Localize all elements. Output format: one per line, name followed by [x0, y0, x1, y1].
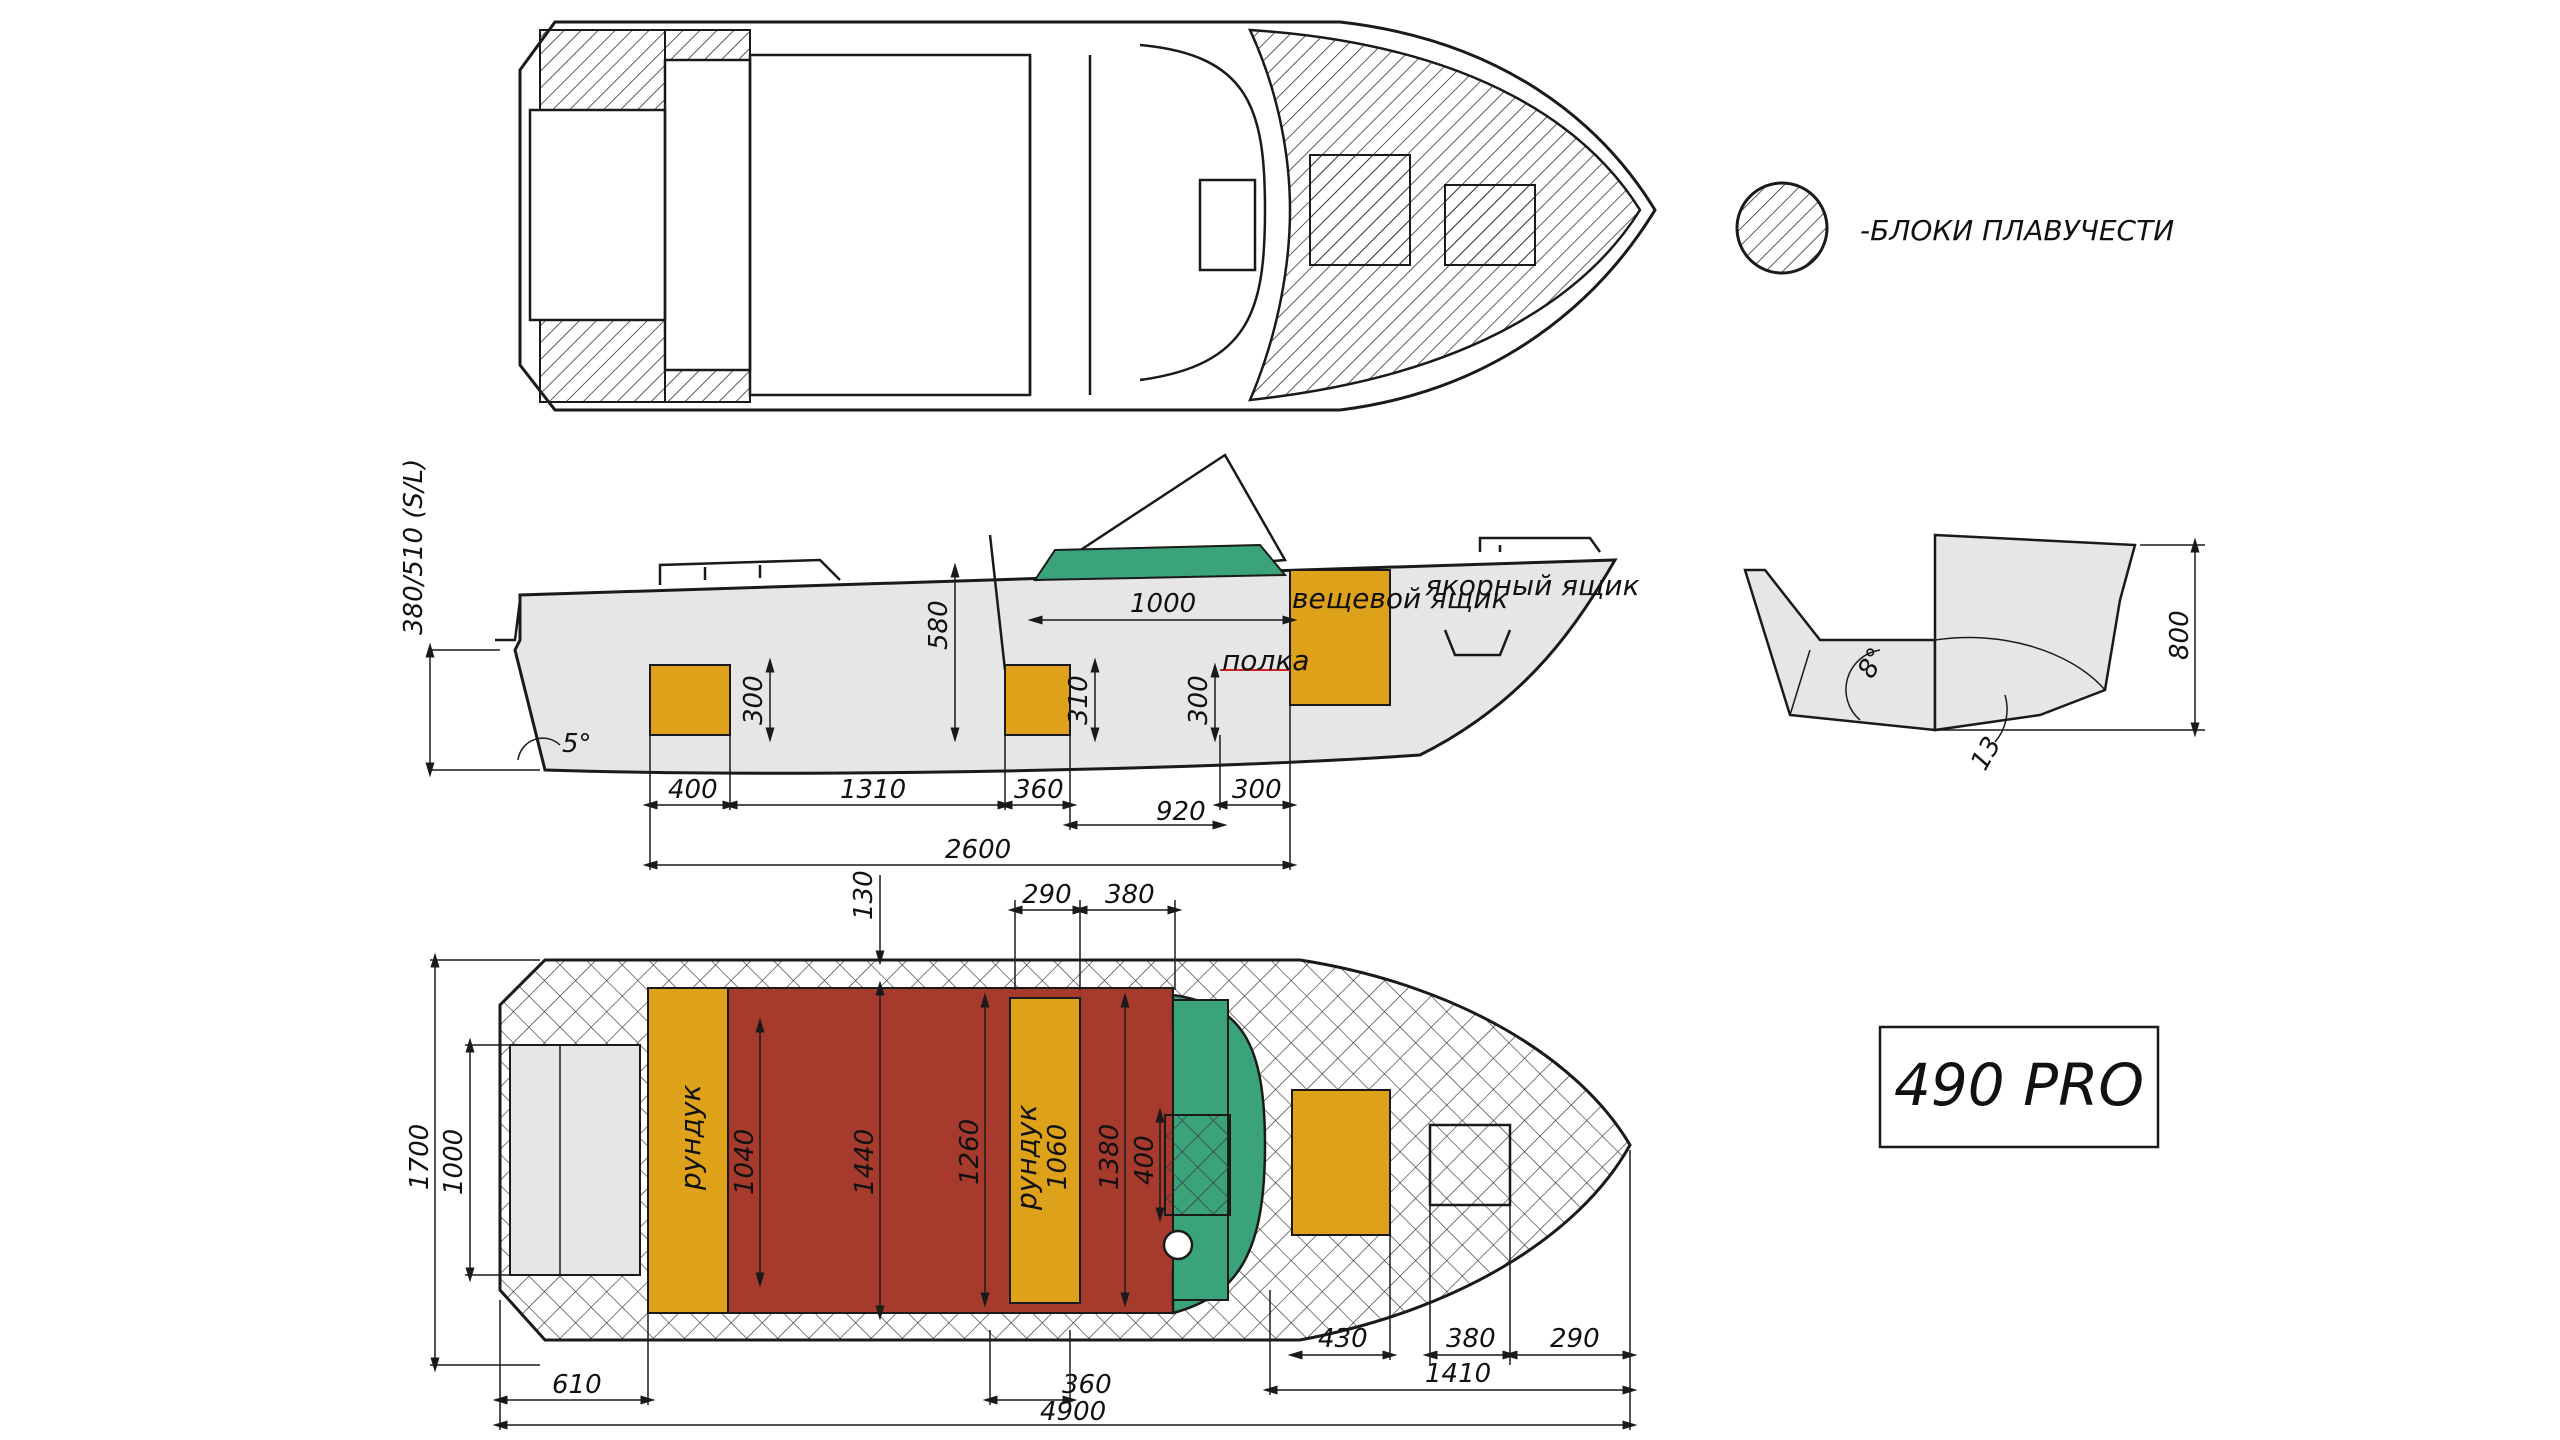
svg-text:1380: 1380	[1095, 1124, 1125, 1190]
svg-text:1000: 1000	[439, 1129, 469, 1195]
svg-text:300: 300	[1232, 775, 1282, 805]
side-block-stowage	[1289, 569, 1391, 706]
side-view: вещевой ящик якорный ящик полка 1000 580…	[399, 453, 1640, 870]
svg-text:5°: 5°	[562, 729, 592, 759]
top-cover-2	[1444, 184, 1536, 266]
section-right	[1933, 533, 2137, 732]
model-badge-frame	[1878, 1025, 2160, 1149]
plan-locker-mid	[1009, 997, 1081, 1304]
svg-text:1410: 1410	[1425, 1359, 1491, 1389]
svg-text:800: 800	[2165, 610, 2195, 660]
svg-text:2600: 2600	[945, 835, 1011, 865]
top-seat-hatch-lower	[664, 369, 751, 403]
svg-text:380: 380	[1446, 1324, 1496, 1354]
svg-text:130: 130	[849, 870, 879, 920]
top-cover-1	[1309, 154, 1411, 266]
svg-text:610: 610	[552, 1370, 602, 1400]
svg-text:400: 400	[1130, 1135, 1160, 1185]
plan-stowage	[1291, 1089, 1391, 1236]
side-block-2	[1004, 664, 1071, 736]
svg-text:1440: 1440	[850, 1129, 880, 1195]
plan-stern-seat	[509, 1044, 641, 1276]
section-left	[1743, 568, 1937, 732]
svg-text:1060: 1060	[1043, 1124, 1073, 1190]
svg-text:360: 360	[1014, 775, 1064, 805]
anchor-box-label: якорный ящик	[1425, 569, 1640, 602]
legend: -БЛОКИ ПЛАВУЧЕСТИ	[1735, 181, 2174, 275]
plan-view: рундук рундук 1040 1440 1260 1060 1380 4…	[405, 870, 1638, 1430]
plan-floor	[647, 987, 1174, 1314]
svg-text:1700: 1700	[405, 1124, 435, 1190]
windshield-frame	[1033, 543, 1288, 582]
svg-text:290: 290	[1550, 1324, 1600, 1354]
svg-text:13: 13	[1965, 732, 2008, 776]
svg-text:1040: 1040	[730, 1129, 760, 1195]
svg-text:310: 310	[1064, 675, 1094, 725]
svg-text:4900: 4900	[1040, 1397, 1106, 1427]
svg-text:1310: 1310	[840, 775, 906, 805]
legend-label: -БЛОКИ ПЛАВУЧЕСТИ	[1860, 214, 2174, 247]
svg-text:400: 400	[668, 775, 718, 805]
top-view	[518, 20, 1657, 412]
svg-text:580: 580	[924, 600, 954, 650]
locker-label-mid: рундук	[1010, 1104, 1043, 1211]
top-stern-hatch-lower	[539, 319, 666, 403]
plan-locker-aft	[647, 987, 729, 1314]
svg-text:300: 300	[1184, 675, 1214, 725]
svg-text:360: 360	[1062, 1370, 1112, 1400]
shelf-label: полка	[1222, 644, 1309, 677]
locker-label-aft: рундук	[674, 1084, 707, 1191]
legend-swatch	[1735, 181, 1829, 275]
svg-text:920: 920	[1156, 797, 1206, 827]
side-block-1	[649, 664, 731, 736]
svg-text:290: 290	[1022, 880, 1072, 910]
svg-text:380: 380	[1105, 880, 1155, 910]
svg-text:300: 300	[739, 675, 769, 725]
top-seat-hatch-upper	[664, 29, 751, 61]
top-stern-hatch-upper	[539, 29, 666, 111]
section-view: 800 8° 13	[1743, 533, 2205, 776]
model-name: 490 PRO	[1894, 1051, 2144, 1119]
svg-text:1000: 1000	[1130, 589, 1196, 619]
svg-text:1260: 1260	[955, 1119, 985, 1185]
plan-console-grid	[1164, 1114, 1231, 1216]
model-badge: 490 PRO	[1878, 1025, 2160, 1149]
steering-wheel-icon	[1162, 1229, 1194, 1261]
stowage-box-label: вещевой ящик	[1292, 582, 1508, 615]
svg-text:380/510 (S/L): 380/510 (S/L)	[399, 459, 429, 635]
svg-text:430: 430	[1318, 1324, 1368, 1354]
